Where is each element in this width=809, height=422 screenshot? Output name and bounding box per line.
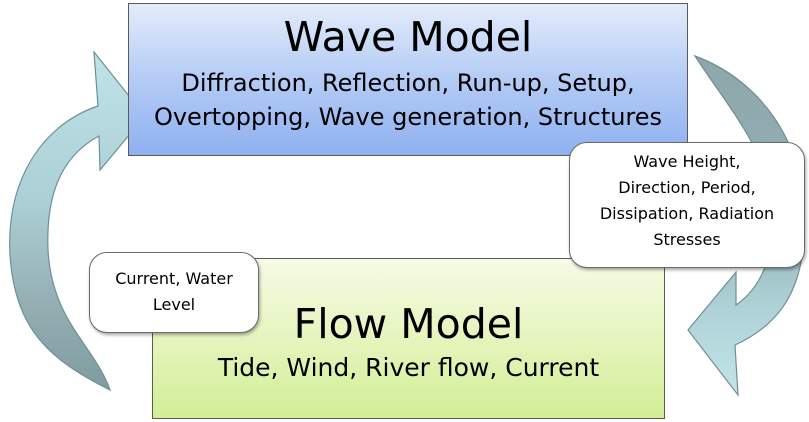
- wave-model-processes-line: Overtopping, Wave generation, Structures: [153, 103, 663, 131]
- wave-model-processes: Diffraction, Reflection, Run-up, Setup, …: [129, 66, 687, 134]
- callout-line: Level: [152, 295, 196, 314]
- wave-model-processes-line: Diffraction, Reflection, Run-up, Setup,: [181, 69, 635, 97]
- callout-line: Current, Water: [115, 269, 233, 288]
- callout-line: Stresses: [653, 230, 721, 249]
- flow-to-wave-arrow: [9, 50, 146, 392]
- callout-line: Wave Height,: [633, 152, 741, 171]
- flow-model-processes: Tide, Wind, River flow, Current: [217, 353, 600, 382]
- callout-line: Dissipation, Radiation: [599, 204, 775, 223]
- wave-model-title: Wave Model: [283, 13, 533, 61]
- wave-model-box: Wave Model Diffraction, Reflection, Run-…: [128, 3, 688, 156]
- flow-to-wave-callout: Current, Water Level: [89, 252, 259, 333]
- callout-line: Direction, Period,: [618, 178, 756, 197]
- flow-model-box: Flow Model Tide, Wind, River flow, Curre…: [152, 258, 665, 419]
- wave-to-flow-callout: Wave Height, Direction, Period, Dissipat…: [569, 142, 805, 268]
- flow-model-title: Flow Model: [293, 300, 524, 348]
